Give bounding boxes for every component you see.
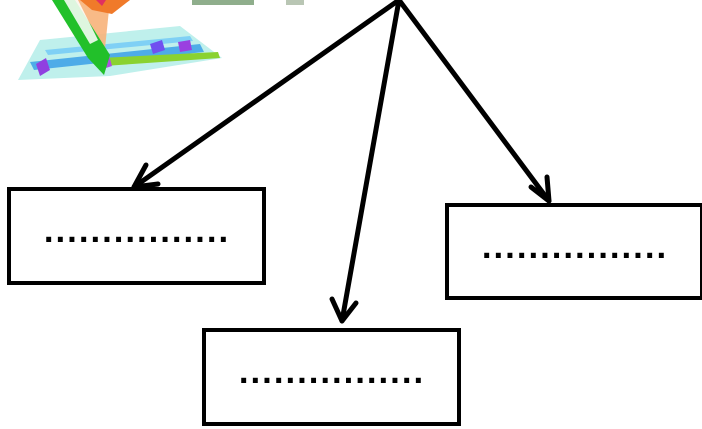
arrow-to-bottom-box [329,0,402,324]
arrow-to-right-box [396,0,552,204]
right-box: ................ [445,203,702,300]
left-box-text: ................ [43,216,230,249]
map-clipart-icon [18,0,304,80]
right-box-text: ................ [481,231,668,265]
left-box: ................ [7,187,266,285]
bottom-box: ................ [202,328,461,426]
bottom-box-text: ................ [238,357,425,390]
